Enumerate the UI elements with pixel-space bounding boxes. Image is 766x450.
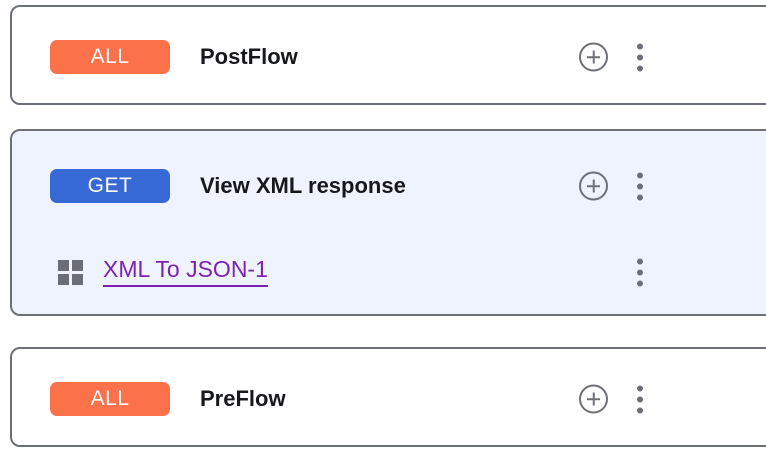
flow-header-row[interactable]: ALL PreFlow [12, 349, 766, 449]
method-badge-all: ALL [50, 40, 170, 74]
policy-actions [630, 258, 650, 287]
grid-square [58, 259, 69, 271]
grid-square [72, 259, 83, 271]
flow-card-postflow[interactable]: ALL PostFlow [10, 5, 766, 105]
kebab-dot [637, 407, 643, 413]
method-badge-all: ALL [50, 382, 170, 416]
plus-circle-icon[interactable] [579, 171, 608, 201]
flow-header-row[interactable]: ALL PostFlow [12, 7, 766, 107]
row-actions [579, 42, 650, 72]
kebab-menu-icon[interactable] [630, 172, 650, 201]
kebab-menu-icon[interactable] [630, 43, 650, 72]
kebab-dot [637, 385, 643, 391]
kebab-dot [637, 280, 643, 286]
flow-title: PreFlow [200, 386, 286, 411]
kebab-dot [637, 269, 643, 275]
flow-header-row[interactable]: GET View XML response [12, 131, 766, 241]
kebab-menu-icon[interactable] [630, 385, 650, 414]
kebab-dot [637, 194, 643, 200]
flow-card-view-xml-response[interactable]: GET View XML response XML To JSON-1 [10, 129, 766, 316]
kebab-dot [637, 54, 643, 60]
kebab-dot [637, 172, 643, 178]
plus-circle-icon[interactable] [579, 42, 608, 72]
flow-card-preflow[interactable]: ALL PreFlow [10, 347, 766, 447]
flow-title: View XML response [200, 173, 406, 198]
policy-row[interactable]: XML To JSON-1 [12, 241, 766, 303]
row-actions [579, 171, 650, 201]
plus-circle-icon[interactable] [579, 384, 608, 414]
row-actions [579, 384, 650, 414]
grid-square [72, 273, 83, 285]
kebab-dot [637, 258, 643, 264]
method-badge-get: GET [50, 169, 170, 203]
grid-square [58, 273, 69, 285]
kebab-dot [637, 396, 643, 402]
kebab-dot [637, 65, 643, 71]
grid-squares-icon [58, 259, 83, 285]
policy-link-xml-to-json-1[interactable]: XML To JSON-1 [103, 257, 268, 287]
kebab-menu-icon[interactable] [630, 258, 650, 287]
kebab-dot [637, 183, 643, 189]
flow-title: PostFlow [200, 44, 298, 69]
kebab-dot [637, 43, 643, 49]
